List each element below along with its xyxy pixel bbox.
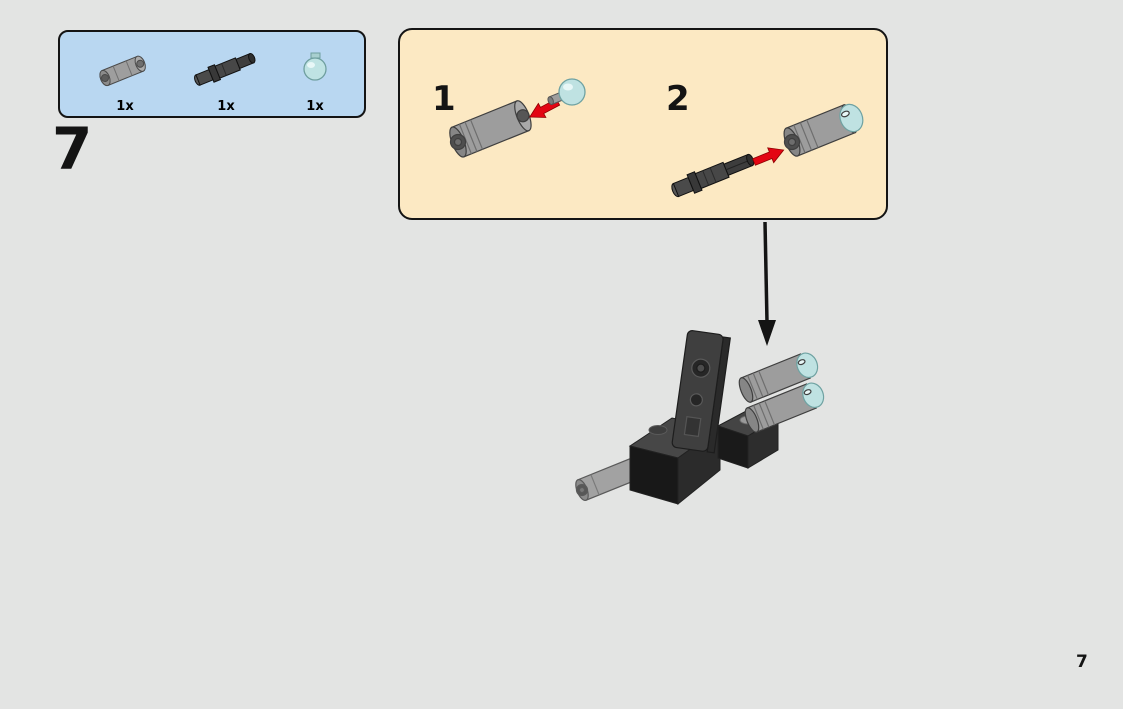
trans-blue-dome-icon bbox=[547, 78, 586, 106]
dark-axle-pin-icon bbox=[671, 153, 755, 198]
gray-pin-joiner-icon bbox=[93, 38, 157, 100]
gray-engine-cylinder-icon bbox=[449, 100, 532, 158]
trans-blue-round-brick-icon bbox=[297, 38, 333, 100]
main-model-illustration bbox=[575, 330, 825, 506]
substep-2-number: 2 bbox=[666, 79, 690, 119]
dark-panel-icon bbox=[671, 330, 731, 454]
substeps-illustration bbox=[449, 78, 864, 198]
substep-1-number: 1 bbox=[432, 79, 456, 119]
engine-cylinder-dome-icon bbox=[738, 352, 819, 403]
part-entry: 1x bbox=[80, 38, 170, 114]
step-number: 7 bbox=[52, 115, 93, 183]
engine-cylinder-dome-icon bbox=[744, 382, 825, 433]
part-count: 1x bbox=[306, 98, 324, 114]
page-number: 7 bbox=[1076, 652, 1088, 672]
parts-callout-box: 1x 1x 1x bbox=[58, 30, 366, 118]
assembly-down-arrow-icon bbox=[758, 222, 776, 346]
part-entry: 1x bbox=[284, 38, 346, 114]
part-entry: 1x bbox=[178, 38, 274, 114]
dark-axle-pin-icon bbox=[188, 38, 264, 100]
part-count: 1x bbox=[116, 98, 134, 114]
part-count: 1x bbox=[217, 98, 235, 114]
gray-engine-cylinder-dome-icon bbox=[783, 103, 864, 157]
red-arrow-icon bbox=[752, 147, 785, 166]
substeps-box: 1 2 bbox=[398, 28, 888, 220]
